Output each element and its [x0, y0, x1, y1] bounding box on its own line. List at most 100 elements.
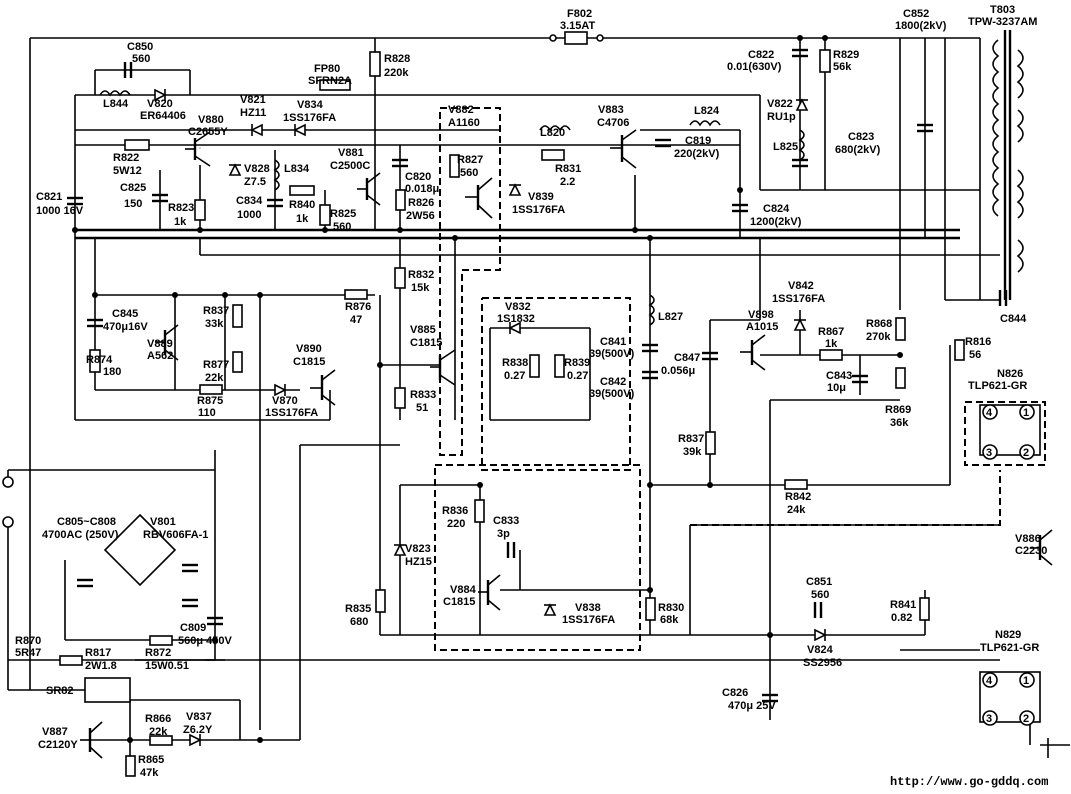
value-label: 680	[350, 616, 368, 628]
value-label: 470μ 25V	[728, 700, 776, 712]
ref-label: R826	[408, 197, 434, 209]
pin-label: 1	[1023, 407, 1029, 419]
value-label: 36k	[890, 417, 909, 429]
ref-label: R833	[410, 389, 436, 401]
value-label: RBV606FA-1	[143, 529, 208, 541]
ref-label: T803	[990, 4, 1015, 16]
ref-label: R829	[833, 49, 859, 61]
value-label: HZ15	[405, 556, 432, 568]
ref-label: R828	[384, 53, 410, 65]
ref-label: R839	[564, 357, 590, 369]
bridge-rectifier-symbol	[103, 513, 177, 587]
ref-label: L820	[540, 127, 565, 139]
ref-label: V882	[448, 104, 474, 116]
value-label: 5R47	[15, 647, 41, 659]
value-label: A1160	[448, 117, 480, 129]
value-label: 1000 16V	[36, 205, 84, 217]
value-label: C2230	[1015, 545, 1047, 557]
ref-label: V834	[297, 99, 324, 111]
ref-label: R837	[203, 305, 229, 317]
value-label: 1000	[237, 209, 261, 221]
ref-label: C805~C808	[57, 516, 116, 528]
value-label: HZ11	[240, 107, 266, 119]
value-label: 0.01(630V)	[727, 61, 782, 73]
ref-label: R876	[345, 301, 371, 313]
ref-label: V832	[505, 301, 531, 313]
ref-label: V890	[296, 343, 322, 355]
ref-label: R841	[890, 599, 916, 611]
value-label: 560	[333, 221, 351, 233]
component-labels: F802 3.15AT T803 TPW-3237AM C852 1800(2k…	[15, 4, 1047, 779]
value-label: 1SS176FA	[283, 112, 336, 124]
value-label: C4706	[597, 117, 629, 129]
value-label: 0.056μ	[661, 365, 695, 377]
ref-label: V820	[147, 98, 173, 110]
ref-label: R823	[168, 202, 194, 214]
pin-label: 4	[986, 407, 993, 419]
ref-label: V823	[405, 543, 431, 555]
ref-label: L827	[658, 311, 683, 323]
pin-label: 1	[1023, 675, 1029, 687]
value-label: 2.2	[560, 176, 575, 188]
value-label: TLP621-GR	[980, 642, 1039, 654]
value-label: 5W12	[113, 165, 142, 177]
dashed-outlines	[434, 107, 1046, 651]
value-label: 10μ	[827, 382, 846, 394]
ref-label: C821	[36, 191, 62, 203]
ref-label: C841	[600, 336, 626, 348]
optocoupler-pin-labels: 4 1 3 2 4 1 3 2	[986, 407, 1029, 725]
value-label: 270k	[866, 331, 891, 343]
ref-label: R877	[203, 359, 229, 371]
pin-label: 4	[986, 675, 993, 687]
value-label: 680(2kV)	[835, 144, 881, 156]
value-label: 39(500V)	[589, 348, 635, 360]
value-label: 560μ 450V	[178, 635, 232, 647]
ref-label: SR82	[46, 685, 74, 697]
ref-label: R816	[965, 336, 991, 348]
ref-label: C851	[806, 576, 832, 588]
ref-label: C819	[685, 135, 711, 147]
ref-label: R832	[408, 269, 434, 281]
ref-label: L824	[694, 105, 720, 117]
ref-label: C809	[180, 622, 206, 634]
ref-label: R836	[442, 505, 468, 517]
value-label: 1200(2kV)	[750, 216, 802, 228]
value-label: 0.82	[891, 612, 912, 624]
ref-label: R867	[818, 326, 844, 338]
value-label: 150	[124, 198, 142, 210]
value-label: 68k	[660, 614, 679, 626]
ref-label: C822	[748, 49, 774, 61]
value-label: C1815	[443, 596, 475, 608]
pin-label: 2	[1023, 447, 1029, 459]
ref-label: R870	[15, 635, 41, 647]
ref-label: R865	[138, 754, 164, 766]
ref-label: R831	[555, 163, 581, 175]
ref-label: C845	[112, 308, 138, 320]
ref-label: R830	[658, 602, 684, 614]
ref-label: V870	[272, 395, 298, 407]
value-label: 110	[198, 407, 216, 419]
value-label: 33k	[205, 318, 224, 330]
value-label: 56	[969, 349, 981, 361]
ref-label: R825	[330, 208, 356, 220]
value-label: 1k	[296, 213, 309, 225]
ref-label: R868	[866, 318, 892, 330]
junction-dots	[72, 35, 903, 743]
value-label: 1SS176FA	[265, 407, 318, 419]
ref-label: V839	[528, 191, 554, 203]
value-label: 1k	[174, 216, 187, 228]
value-label: ER64406	[140, 110, 186, 122]
value-label: 560	[132, 53, 150, 65]
ref-label: L825	[773, 141, 798, 153]
value-label: 180	[103, 366, 121, 378]
ref-label: V889	[147, 338, 173, 350]
value-label: 47k	[140, 767, 159, 779]
value-label: C2120Y	[38, 739, 78, 751]
ref-label: V886	[1015, 533, 1041, 545]
value-label: 1800(2kV)	[895, 20, 947, 32]
value-label: 1S1832	[497, 313, 535, 325]
value-label: Z6.2Y	[183, 724, 213, 736]
value-label: 39k	[683, 446, 702, 458]
ref-label: C843	[826, 370, 852, 382]
